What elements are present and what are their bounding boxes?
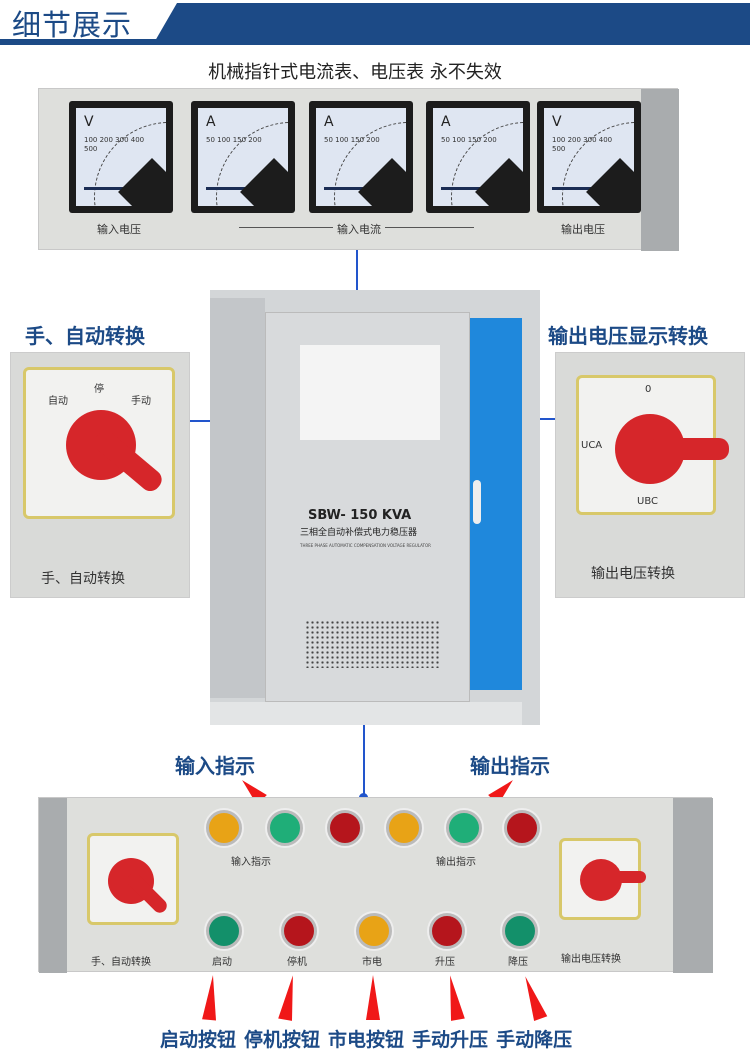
button-label: 降压 bbox=[508, 957, 528, 968]
arrow-icon bbox=[443, 974, 465, 1021]
legend-label: 停机按钮 bbox=[244, 1029, 321, 1051]
control-panel-miniature bbox=[300, 345, 440, 440]
meter-needle bbox=[84, 187, 154, 190]
mark-ubc: UBC bbox=[637, 496, 658, 507]
product-name: 三相全自动补偿式电力稳压器 bbox=[300, 528, 418, 538]
header-band bbox=[155, 3, 750, 41]
mark-auto: 自动 bbox=[48, 396, 68, 407]
right-feature-title: 输出电压显示转换 bbox=[548, 324, 708, 348]
regulator-cabinet: SBW- 150 KVA 三相全自动补偿式电力稳压器 THREE PHASE A… bbox=[210, 290, 540, 725]
indicator-lamp bbox=[327, 810, 363, 846]
legend-label: 手动降压 bbox=[496, 1029, 573, 1051]
section-title: 细节展示 bbox=[12, 8, 133, 42]
input-indicator-title: 输入指示 bbox=[175, 754, 255, 778]
mark-stop: 停 bbox=[94, 384, 104, 395]
model-label: SBW- 150 KVA bbox=[308, 508, 412, 523]
header-underline bbox=[0, 39, 750, 45]
ammeter-gauge: A 50 100 150 200 bbox=[191, 101, 295, 213]
ammeter-gauge: V 100 200 300 400 500 bbox=[69, 101, 173, 213]
mark-manual: 手动 bbox=[131, 396, 151, 407]
knob-lever bbox=[602, 871, 646, 883]
button-label: 停机 bbox=[287, 957, 307, 968]
push-button-2[interactable] bbox=[356, 913, 392, 949]
mark-uca: UCA bbox=[581, 440, 603, 451]
meter-scale: 50 100 150 200 bbox=[441, 136, 497, 144]
ammeter-gauge: A 50 100 150 200 bbox=[426, 101, 530, 213]
meter-unit: A bbox=[441, 114, 451, 130]
button-label: 升压 bbox=[435, 957, 455, 968]
push-button-3[interactable] bbox=[429, 913, 465, 949]
cabinet-edge bbox=[673, 798, 713, 973]
right-feature-photo: 0 UCA UBC 输出电压转换 bbox=[555, 352, 745, 598]
indicator-lamp bbox=[206, 810, 242, 846]
right-feature-caption: 输出电压转换 bbox=[591, 566, 675, 582]
left-feature-photo: 自动 停 手动 手、自动转换 bbox=[10, 352, 190, 598]
panel-output-label: 输出指示 bbox=[436, 857, 476, 868]
meter-scale: 50 100 150 200 bbox=[324, 136, 380, 144]
left-feature-title: 手、自动转换 bbox=[25, 324, 145, 348]
mark-zero: 0 bbox=[645, 384, 652, 395]
cabinet-base bbox=[210, 702, 522, 725]
push-button-0[interactable] bbox=[206, 913, 242, 949]
indicator-lamp bbox=[446, 810, 482, 846]
subtitle: 机械指针式电流表、电压表 永不失效 bbox=[208, 62, 502, 83]
output-voltage-switch bbox=[559, 838, 646, 920]
arrow-icon bbox=[518, 973, 548, 1022]
legend-label: 手动升压 bbox=[412, 1029, 489, 1051]
meter-face: A 50 100 150 200 bbox=[316, 108, 406, 206]
meter-needle bbox=[324, 187, 394, 190]
indicator-lamp bbox=[504, 810, 540, 846]
meter-unit: V bbox=[552, 114, 562, 130]
output-indicator-title: 输出指示 bbox=[470, 754, 550, 778]
ammeter-gauge: V 100 200 300 400 500 bbox=[537, 101, 641, 213]
meter-panel-photo: V 100 200 300 400 500 A 50 100 150 200 A 50 1… bbox=[38, 88, 679, 251]
meter-scale: 100 200 300 400 500 bbox=[552, 136, 613, 153]
meter-unit: V bbox=[84, 114, 94, 130]
left-switch-label: 手、自动转换 bbox=[91, 957, 151, 968]
switch-plate: 自动 停 手动 bbox=[23, 367, 175, 519]
button-label: 市电 bbox=[362, 957, 382, 968]
cabinet-edge bbox=[39, 798, 67, 973]
knob-lever bbox=[649, 438, 729, 460]
push-button-4[interactable] bbox=[502, 913, 538, 949]
arrow-icon bbox=[366, 975, 380, 1020]
meter-scale: 100 200 300 400 500 bbox=[84, 136, 145, 153]
ammeter-gauge: A 50 100 150 200 bbox=[309, 101, 413, 213]
meter-needle bbox=[552, 187, 622, 190]
meter-scale: 50 100 150 200 bbox=[206, 136, 262, 144]
label-input-voltage: 输入电压 bbox=[97, 223, 141, 236]
arrow-icon bbox=[278, 974, 300, 1021]
meter-unit: A bbox=[324, 114, 334, 130]
label-input-current: 输入电流 bbox=[333, 221, 385, 237]
left-feature-caption: 手、自动转换 bbox=[41, 571, 125, 587]
arrow-icon bbox=[202, 974, 220, 1021]
label-output-voltage: 输出电压 bbox=[561, 223, 605, 236]
meter-needle bbox=[441, 187, 511, 190]
meter-unit: A bbox=[206, 114, 216, 130]
indicator-lamp bbox=[386, 810, 422, 846]
legend-label: 市电按钮 bbox=[328, 1029, 405, 1051]
product-name-en: THREE PHASE AUTOMATIC COMPENSATION VOLTA… bbox=[300, 543, 431, 548]
push-button-1[interactable] bbox=[281, 913, 317, 949]
control-panel-photo: 手、自动转换 输出电压转换 输入指示 输出指示 启动 停机 市电 升压 降压 bbox=[38, 797, 713, 973]
legend-label: 启动按钮 bbox=[160, 1029, 237, 1051]
meter-face: V 100 200 300 400 500 bbox=[544, 108, 634, 206]
meter-face: V 100 200 300 400 500 bbox=[76, 108, 166, 206]
button-legend: 启动按钮停机按钮市电按钮手动升压手动降压 bbox=[160, 1025, 572, 1052]
right-switch-label: 输出电压转换 bbox=[561, 954, 621, 965]
meter-face: A 50 100 150 200 bbox=[433, 108, 523, 206]
door-handle[interactable] bbox=[473, 480, 481, 524]
auto-manual-switch bbox=[87, 833, 179, 925]
cabinet-side bbox=[210, 298, 265, 698]
cabinet-edge bbox=[641, 89, 679, 251]
panel-input-label: 输入指示 bbox=[231, 857, 271, 868]
meter-face: A 50 100 150 200 bbox=[198, 108, 288, 206]
indicator-lamp bbox=[267, 810, 303, 846]
switch-plate: 0 UCA UBC bbox=[576, 375, 729, 515]
meter-needle bbox=[206, 187, 276, 190]
button-label: 启动 bbox=[212, 957, 232, 968]
vent-grille bbox=[305, 620, 440, 668]
